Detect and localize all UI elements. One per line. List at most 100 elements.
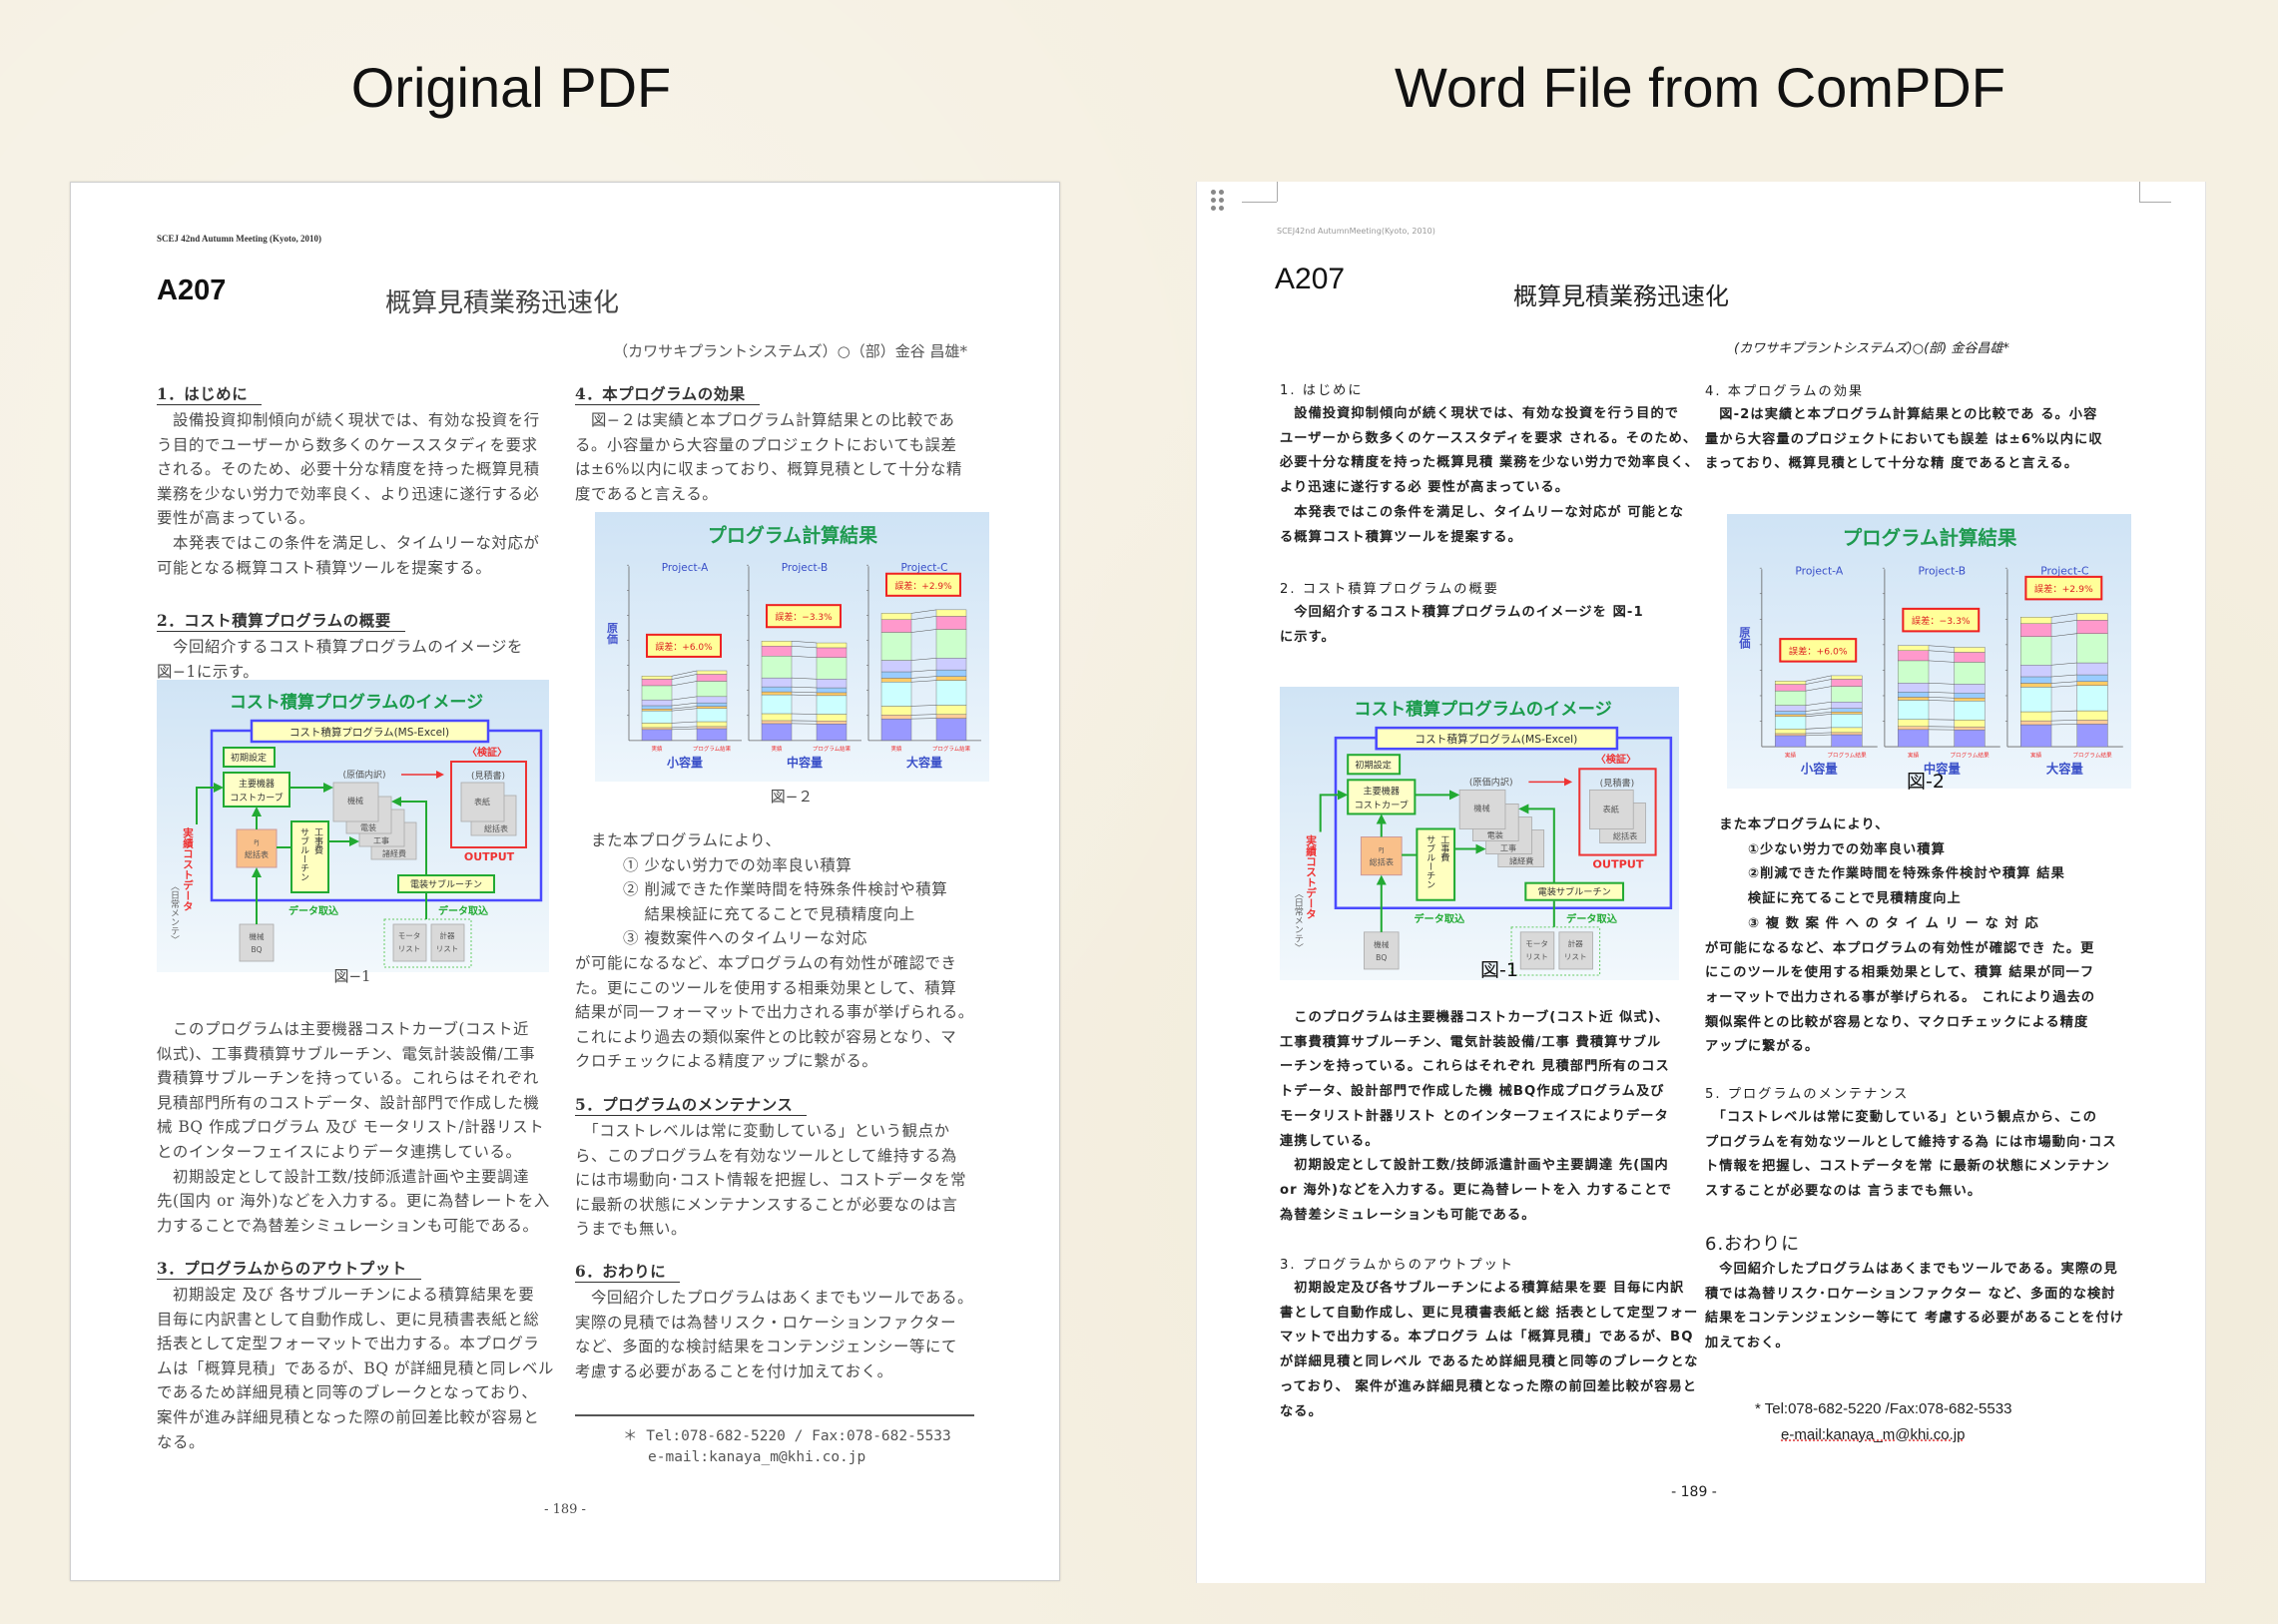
drag-handle-icon[interactable] <box>1211 190 1225 212</box>
output-box <box>450 761 527 848</box>
bar-segment <box>816 687 848 694</box>
text-line: クロチェックによる精度アップに繋がる。 <box>575 1052 878 1071</box>
text-line: 「コストレベルは常に変動している」という観点から、この <box>1705 1110 2098 1125</box>
bar-segment <box>1954 693 1986 699</box>
bar-segment <box>1774 705 1807 712</box>
text-line: 業務を少ない労力で効率良く、より迅速に遂行する必 <box>157 484 540 503</box>
bar-label: プログラム結果 <box>693 745 732 753</box>
text-line: ②削減できた作業時間を特殊条件検討や積算 結果 <box>1705 866 2065 882</box>
bar-segment <box>1774 690 1807 706</box>
bar-label: プログラム結果 <box>1950 751 1990 759</box>
bar-connector <box>671 726 698 729</box>
bar-segment <box>880 718 912 742</box>
y-axis-label: 原価 <box>1738 626 1752 649</box>
conference-header: SCEJ42nd AutumnMeeting(Kyoto, 2010) <box>1277 227 1435 236</box>
text-line: 図−２は実績と本プログラム計算結果との比較であ <box>575 411 955 429</box>
bar-segment <box>2020 617 2052 624</box>
bar-segment <box>935 718 967 742</box>
bar-segment <box>1774 684 1807 692</box>
bar-segment <box>880 619 912 633</box>
bar-connector <box>910 658 937 661</box>
section-body: 「コストレベルは常に変動している」という観点から、このプログラムを有効なツールと… <box>575 1119 979 1242</box>
pj-summary-box <box>236 828 278 868</box>
text-line: 書として自動作成し、更に見積書表紙と総 括表として定型フォー <box>1280 1305 1699 1321</box>
cost-curve-label: 主要機器 <box>239 778 275 790</box>
output-box <box>1578 768 1657 856</box>
diagram-title: コスト積算プログラムのイメージ <box>1354 699 1612 720</box>
pj-summary-label: 総括表 <box>245 849 269 859</box>
text-line: ③ 複 数 案 件 へ の タ イ ム リ ー な 対 応 <box>1705 915 2039 931</box>
bar-segment <box>696 726 728 730</box>
text-line: まっており、概算見積として十分な精 度であると言える。 <box>1705 456 2079 472</box>
paper-title: 概算見積業務迅速化 <box>384 288 620 318</box>
bar-connector <box>1805 679 1832 685</box>
bar-connector <box>910 705 937 707</box>
bar-connector <box>2050 613 2077 618</box>
bar-connector <box>791 677 818 680</box>
bar-segment <box>1898 729 1930 748</box>
bar-segment <box>761 686 793 693</box>
bar-segment <box>1898 650 1930 662</box>
bar-connector <box>2050 633 2077 637</box>
daily-maintenance-label: 〈日常メンテ〉 <box>169 881 180 944</box>
bar-connector <box>2051 724 2077 726</box>
bar-label: プログラム結果 <box>2072 751 2112 759</box>
text-line: ③ 複数案件へのタイムリーな対応 <box>575 929 868 948</box>
doc-label: 総括表 <box>484 823 508 833</box>
bar-segment <box>1774 733 1807 737</box>
bar-segment <box>641 676 673 680</box>
bar-segment <box>1898 660 1930 684</box>
bar-label: プログラム結果 <box>932 745 971 753</box>
margin-corner-mark <box>2139 202 2171 203</box>
bar-connector <box>2051 662 2077 666</box>
bar-segment <box>641 699 673 707</box>
page-number: - 189 - <box>1671 1484 1717 1500</box>
bar-segment <box>761 641 793 647</box>
text-line: 連携している。 <box>1280 1133 1380 1149</box>
cost-curve-label: 主要機器 <box>1363 785 1400 797</box>
bar-label: プログラム結果 <box>813 745 852 753</box>
cost-program-diagram: コスト積算プログラムのイメージ コスト積算プログラム(MS-Excel) 初期設… <box>157 680 549 972</box>
bar-segment <box>935 714 967 719</box>
calculation-result-chart: プログラム計算結果原価Project-A実績プログラム結果誤差：+6.0%小容量… <box>1727 514 2131 789</box>
data-import-label: データ取込 <box>288 904 338 917</box>
bar-segment <box>761 723 793 742</box>
text-line: であるため詳細見積と同等のブレークとなっており、 <box>157 1383 538 1402</box>
bar-segment <box>1774 714 1807 718</box>
contact-tel-fax: ＊ Tel:078-682-5220 / Fax:078-682-5533 <box>623 1428 951 1444</box>
contact-email: e-mail:kanaya_m@khi.co.jp <box>648 1449 866 1465</box>
text-line: る概算コスト積算ツールを提案する。 <box>1280 529 1522 545</box>
capacity-group-label: 中容量 <box>787 755 823 770</box>
error-badge <box>885 572 961 597</box>
bar-segment <box>641 708 673 712</box>
doc-label: 電装 <box>360 822 376 832</box>
doc-label: 諸経費 <box>382 848 406 858</box>
bar-connector <box>791 694 818 697</box>
document-icon <box>332 782 379 822</box>
doc-label: 工事 <box>373 835 389 845</box>
data-import-label: データ取込 <box>1414 912 1465 925</box>
bar-segment <box>696 670 728 675</box>
bar-segment <box>1954 729 1986 748</box>
bar-segment <box>761 646 793 657</box>
bar-segment <box>696 696 728 704</box>
text-line: た。更にこのツールを使用する相乗効果として、積算 <box>575 978 957 997</box>
figure-1: コスト積算プログラムのイメージ コスト積算プログラム(MS-Excel) 初期設… <box>1280 687 1679 980</box>
bar-segment <box>880 678 912 683</box>
bq-label: BQ <box>1376 953 1387 962</box>
text-line: 必要十分な精度を持った概算見積 業務を少ない労力で効率良く、 <box>1280 455 1700 471</box>
paragraph-program-description: このプログラムは主要機器コストカーブ(コスト近 似式)、工事費積算サブルーチン、… <box>1280 1006 1689 1228</box>
estimate-label: (見積書) <box>1600 777 1635 789</box>
figure-2-caption: 図−２ <box>770 788 814 806</box>
bar-segment <box>816 721 848 725</box>
bar-connector <box>791 646 818 649</box>
bar-segment <box>2076 681 2108 686</box>
text-line: 図-2は実績と本プログラム計算結果との比較であ る。小容 <box>1705 407 2098 422</box>
bar-connector <box>2051 685 2077 688</box>
bar-connector <box>791 691 818 694</box>
bar-connector <box>1805 708 1832 712</box>
text-line: は±6%以内に収まっており、概算見積として十分な精 <box>575 460 962 479</box>
bar-segment <box>2076 720 2108 725</box>
instrument-list-label: リスト <box>436 944 459 953</box>
